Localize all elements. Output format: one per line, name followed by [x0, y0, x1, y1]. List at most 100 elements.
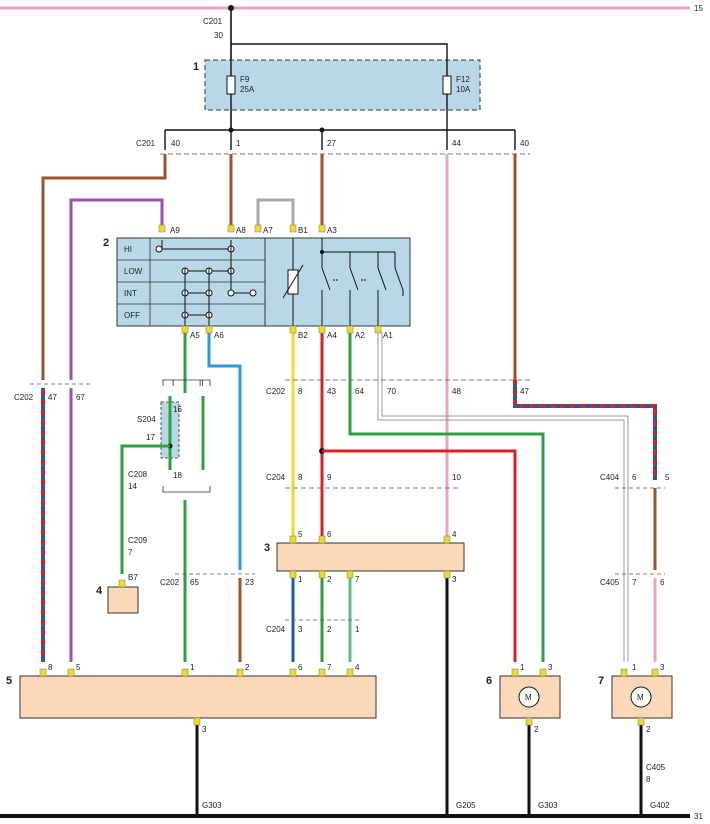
- splice-pin: 18: [173, 471, 182, 480]
- wire-purple-a9: [69, 198, 164, 380]
- wire-red-motor6: [322, 449, 517, 662]
- splice-pin: 17: [146, 433, 155, 442]
- item5-pin: 6: [298, 663, 303, 672]
- item5-pin: 3: [202, 725, 207, 734]
- c204-low-label: C204: [266, 625, 286, 634]
- c202-left-pin: 67: [76, 393, 85, 402]
- component-3: [276, 542, 465, 572]
- fuse-f12-rating: 10A: [456, 85, 471, 94]
- c405-mid-pin: 6: [660, 578, 665, 587]
- item5-pin: 5: [76, 663, 81, 672]
- switch-pos-int: INT: [124, 289, 137, 298]
- splice-col: I: [172, 379, 174, 388]
- c202-mid-pin: 43: [327, 387, 336, 396]
- motor6-pin: 1: [520, 663, 525, 672]
- component-3-id: 3: [264, 542, 270, 554]
- c202-low-label: C202: [160, 578, 180, 587]
- switch-id: 2: [103, 237, 109, 249]
- pin-tabs: [39, 224, 659, 726]
- pin-b2: B2: [298, 331, 308, 340]
- wire-blue-a6: [207, 332, 242, 570]
- c201-pin: 1: [236, 139, 241, 148]
- wire-white-a1: [377, 332, 625, 662]
- fuse-box-id: 1: [193, 61, 199, 73]
- splice-col: II: [199, 379, 203, 388]
- c202-mid-pin: 70: [387, 387, 396, 396]
- m3-pin: 6: [327, 530, 332, 539]
- pin-a8: A8: [236, 226, 246, 235]
- pin-a3: A3: [327, 226, 337, 235]
- motor7-pin: 1: [632, 663, 637, 672]
- pin-a1: A1: [383, 331, 393, 340]
- component-4: [107, 586, 139, 614]
- c405-mid-pin: 7: [632, 578, 637, 587]
- c405-mid-label: C405: [600, 578, 620, 587]
- m3-pin: 5: [298, 530, 303, 539]
- pin-a2: A2: [355, 331, 365, 340]
- item5-pin: 7: [327, 663, 332, 672]
- c204-mid-pin: 10: [452, 473, 461, 482]
- c204-low-pin: 1: [355, 625, 360, 634]
- fuse-f9-icon: [226, 75, 236, 95]
- motor-7-symbol: M: [637, 693, 644, 702]
- fuse-box: [204, 59, 481, 111]
- pin-a6: A6: [214, 331, 224, 340]
- switch-module-internals: [282, 238, 404, 326]
- splice-pin: 16: [173, 405, 182, 414]
- motor6-pin: 2: [534, 725, 539, 734]
- c201-pin: 44: [452, 139, 461, 148]
- c204-low-pin: 3: [298, 625, 303, 634]
- pin-a4: A4: [327, 331, 337, 340]
- c202-mid-pin: 8: [298, 387, 303, 396]
- fuse-f12-icon: [442, 75, 452, 95]
- c202-mid-pin: 64: [355, 387, 364, 396]
- c404-pin: 5: [665, 473, 670, 482]
- ground-label: G205: [456, 801, 476, 810]
- c201-pin: 27: [327, 139, 336, 148]
- pin-a7: A7: [263, 226, 273, 235]
- c202-mid-pin: 48: [452, 387, 461, 396]
- motor-6-id: 6: [486, 675, 492, 687]
- item5-pin: 4: [355, 663, 360, 672]
- motor-6-icon: [518, 686, 540, 708]
- motor6-pin: 3: [548, 663, 553, 672]
- c202-mid-pin: 47: [520, 387, 529, 396]
- c204-mid-pin: 8: [298, 473, 303, 482]
- c405-low-label: C405: [646, 763, 666, 772]
- pin-a9: A9: [170, 226, 180, 235]
- c202-low-pin: 23: [245, 578, 254, 587]
- component-4-pin: B7: [128, 573, 138, 582]
- c202-mid-label: C202: [266, 387, 286, 396]
- motor-6-symbol: M: [525, 693, 532, 702]
- splice-name: S204: [137, 415, 156, 424]
- fuse-f12-name: F12: [456, 75, 470, 84]
- switch-pos-low: LOW: [124, 267, 143, 276]
- ground-label: G402: [650, 801, 670, 810]
- c201-top-label: C201: [203, 17, 223, 26]
- m3-pin: 3: [452, 575, 457, 584]
- c202-low-pin: 65: [190, 578, 199, 587]
- c208-pin: 14: [128, 482, 137, 491]
- item5-pin: 2: [245, 663, 250, 672]
- c201-pin: 40: [171, 139, 180, 148]
- component-5-id: 5: [6, 675, 12, 687]
- wire-brown-c201-40: [41, 154, 167, 380]
- m3-pin: 7: [355, 575, 360, 584]
- c201-pin: 40: [520, 139, 529, 148]
- item5-pin: 8: [48, 663, 53, 672]
- motor-7-icon: [630, 686, 652, 708]
- wire-green-item4: [120, 444, 170, 574]
- pin-b1: B1: [298, 226, 308, 235]
- c202-left-label: C202: [14, 393, 34, 402]
- item5-pin: 1: [190, 663, 195, 672]
- motor-7-id: 7: [598, 675, 604, 687]
- motor7-pin: 2: [646, 725, 651, 734]
- c204-mid-label: C204: [266, 473, 286, 482]
- ground-label: G303: [202, 801, 222, 810]
- fuse-f9-name: F9: [240, 75, 250, 84]
- wire-feed-f12: [231, 43, 448, 60]
- c204-low-pin: 2: [327, 625, 332, 634]
- ground-label: G303: [538, 801, 558, 810]
- c405-low-pin: 8: [646, 775, 651, 784]
